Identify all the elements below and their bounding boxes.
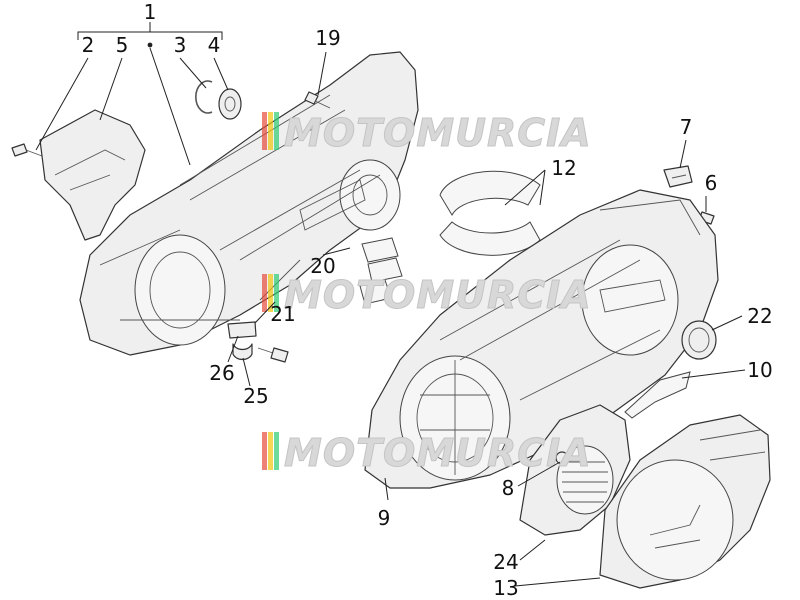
watermark-middle: MOTOMURCIA — [262, 273, 592, 318]
strip-10 — [624, 371, 691, 419]
watermark-bottom: MOTOMURCIA — [262, 431, 592, 476]
callout-25: 25 — [243, 384, 268, 408]
circlip-3 — [195, 80, 213, 114]
callout-9: 9 — [378, 506, 391, 530]
bearing-4 — [218, 88, 242, 120]
clamp-26 — [227, 321, 257, 339]
inner-cover-left — [79, 51, 419, 356]
callout-20: 20 — [310, 254, 335, 278]
callout-22: 22 — [747, 304, 772, 328]
bolt-21 — [257, 347, 289, 363]
leader-lines — [35, 22, 746, 587]
callout-12: 12 — [551, 156, 576, 180]
watermark-text: MOTOMURCIA — [284, 111, 592, 155]
callout-26: 26 — [209, 361, 234, 385]
watermark-top: MOTOMURCIA — [262, 111, 592, 156]
grille-cover-24 — [519, 404, 631, 536]
outer-cover-right — [364, 189, 719, 489]
clip-25 — [232, 343, 253, 361]
watermark-text: MOTOMURCIA — [284, 431, 592, 475]
cap-22 — [681, 320, 717, 360]
rubber-blocks-20 — [359, 237, 403, 305]
callout-10: 10 — [747, 358, 772, 382]
callout-13: 13 — [493, 576, 518, 600]
callout-24: 24 — [493, 550, 518, 574]
callout-3: 3 — [174, 33, 187, 57]
callout-2: 2 — [82, 33, 95, 57]
watermark-text: MOTOMURCIA — [284, 273, 592, 317]
callout-5: 5 — [116, 33, 129, 57]
callout-21: 21 — [270, 302, 295, 326]
callouts: 1 2 5 3 4 19 7 12 6 20 21 22 26 25 10 8 … — [82, 0, 773, 600]
callout-4: 4 — [208, 33, 221, 57]
air-duct-5 — [39, 109, 146, 241]
bolt-19 — [304, 91, 331, 109]
callout-19: 19 — [315, 26, 340, 50]
callout-1: 1 — [144, 0, 157, 24]
screw-8 — [555, 451, 569, 465]
dot-1 — [147, 42, 153, 48]
seals-12 — [439, 170, 541, 256]
callout-6: 6 — [705, 171, 718, 195]
callout-8: 8 — [502, 476, 515, 500]
bolt-2 — [11, 143, 43, 157]
bracket-1 — [77, 31, 223, 40]
decorative-cover-13 — [599, 414, 771, 589]
callout-7: 7 — [680, 115, 693, 139]
clip-7 — [663, 165, 693, 188]
